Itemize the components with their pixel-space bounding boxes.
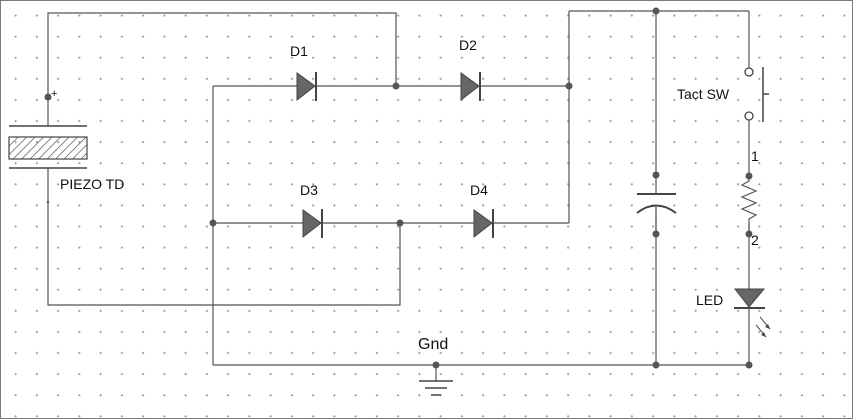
d1-label: D1	[290, 43, 308, 59]
diode-d4: D4	[470, 182, 494, 239]
piezo-transducer: + - PIEZO TD	[8, 88, 124, 208]
resistor: 1 2	[740, 148, 759, 248]
resistor-pin1-label: 1	[751, 148, 759, 164]
d2-label: D2	[459, 37, 477, 53]
junction-node	[745, 361, 753, 369]
led-label: LED	[696, 292, 723, 308]
capacitor	[636, 175, 677, 234]
junction-node	[565, 82, 573, 90]
ground-symbol: Gnd	[418, 336, 453, 396]
piezo-minus-label: -	[46, 196, 50, 208]
d3-label: D3	[300, 182, 318, 198]
led: LED	[696, 288, 771, 338]
junction-node	[396, 219, 404, 227]
junction-node	[209, 219, 217, 227]
d4-label: D4	[470, 182, 488, 198]
wire-piezo-minus	[47, 196, 401, 306]
tact-switch: Tact SW	[677, 67, 769, 122]
junction-node	[392, 82, 400, 90]
resistor-pin2-label: 2	[751, 232, 759, 248]
junction-node	[652, 7, 660, 15]
diode-d1: D1	[290, 43, 317, 102]
wire-piezo-plus	[47, 12, 397, 97]
junction-node	[652, 361, 660, 369]
piezo-label: PIEZO TD	[60, 176, 124, 192]
junction-node	[432, 361, 440, 369]
diode-d2: D2	[459, 37, 481, 102]
tact-sw-label: Tact SW	[677, 86, 730, 102]
piezo-plus-label: +	[51, 88, 57, 100]
diode-d3: D3	[300, 182, 323, 239]
gnd-label: Gnd	[418, 336, 448, 353]
junctions	[44, 7, 753, 369]
wires	[47, 10, 750, 381]
